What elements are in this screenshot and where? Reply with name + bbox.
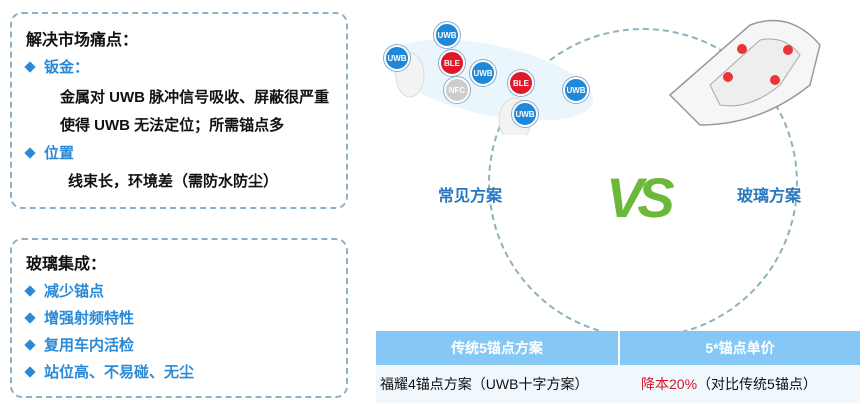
uwb-badge-icon: UWB [563,77,589,103]
car-glass-illustration [668,19,821,126]
glass-item-label: 增强射频特性 [44,310,135,327]
ble-badge-icon: BLE [439,50,465,76]
table-header: 5*锚点单价 [619,331,860,365]
glass-item-label: 站位高、不易碰、无尘 [44,364,195,381]
nfc-badge-icon: NFC [444,77,470,103]
pain-title: 解决市场痛点： [26,32,139,49]
glass-box: 玻璃集成： 减少锚点 增强射频特性 复用车内活检 站位高、不易碰、无尘 [10,238,348,398]
glass-title: 玻璃集成： [26,256,107,273]
uwb-badge-icon: UWB [434,22,460,48]
table-cell: 降本20%（对比传统5锚点） [619,365,860,403]
glass-item: 站位高、不易碰、无尘 [24,361,195,382]
pain-line: 金属对 UWB 脉冲信号吸收、屏蔽很严重 [60,89,330,106]
diamond-icon [24,338,36,351]
pain-line: 线束长，环境差（需防水防尘） [68,173,279,190]
pain-line: 使得 UWB 无法定位；所需锚点多 [60,117,285,134]
ble-badge-icon: BLE [508,70,534,96]
bullet-label: 钣金： [44,59,90,76]
table-cell: 福耀4锚点方案（UWB十字方案） [376,365,619,403]
bullet-position: 位置 [24,142,75,163]
common-scheme-label: 常见方案 [438,188,503,205]
glass-item: 增强射频特性 [24,307,135,328]
glass-item-label: 减少锚点 [44,283,105,300]
comparison-note: （对比传统5锚点） [697,376,817,392]
vs-logo: VS [606,166,675,229]
diamond-icon [24,311,36,324]
glass-item: 复用车内活检 [24,334,135,355]
diamond-icon [24,365,36,378]
diamond-icon [24,284,36,297]
bullet-sheet-metal: 钣金： [24,56,90,77]
diamond-icon [24,146,36,159]
table-row: 福耀4锚点方案（UWB十字方案） 降本20%（对比传统5锚点） [376,365,860,403]
glass-scheme-label: 玻璃方案 [737,188,802,205]
uwb-badge-icon: UWB [470,60,496,86]
glass-item: 减少锚点 [24,280,105,301]
table-header: 传统5锚点方案 [376,331,620,365]
diamond-icon [24,60,36,73]
cost-reduction: 降本20% [641,376,698,392]
uwb-badge-icon: UWB [384,45,410,71]
pain-points-box: 解决市场痛点： 钣金： 金属对 UWB 脉冲信号吸收、屏蔽很严重 使得 UWB … [10,12,348,209]
glass-item-label: 复用车内活检 [44,337,135,354]
bullet-label: 位置 [44,145,75,162]
uwb-badge-icon: UWB [512,101,538,127]
